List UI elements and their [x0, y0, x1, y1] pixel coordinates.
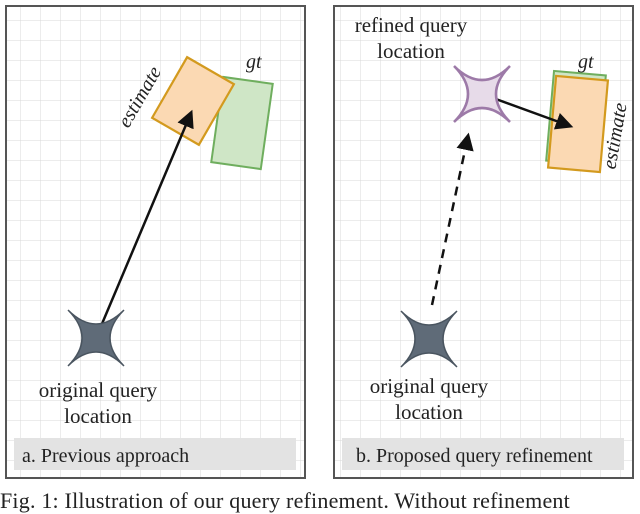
query-label-line2: location	[64, 404, 132, 428]
panel-b: gt estimate refined query location origi…	[333, 5, 634, 479]
original-query-star-icon	[400, 310, 458, 368]
panel-a-caption-bar	[14, 438, 296, 470]
gt-box	[210, 75, 274, 171]
refinement-arrow	[430, 132, 474, 306]
panel-a-frame	[5, 5, 306, 479]
panel-a-caption: a. Previous approach	[22, 445, 189, 467]
query-label-line2: location	[395, 400, 463, 424]
refined-label-line2: location	[377, 39, 445, 63]
refined-label-line1: refined query	[355, 13, 468, 37]
refined-query-star-icon	[453, 65, 511, 123]
gt-label: gt	[246, 51, 262, 73]
prediction-arrow	[94, 109, 194, 339]
query-label-line1: original query	[39, 378, 158, 402]
query-label-line1: original query	[370, 374, 489, 398]
panel-b-frame	[333, 5, 634, 479]
figure-caption: Fig. 1: Illustration of our query refine…	[0, 488, 570, 513]
estimate-box	[546, 74, 610, 174]
estimate-box	[150, 55, 236, 147]
original-query-star-icon	[67, 309, 125, 367]
panel-a: gt estimate original query location a. P…	[5, 5, 306, 479]
panel-b-caption-bar	[342, 438, 624, 470]
panel-b-caption: b. Proposed query refinement	[356, 445, 593, 467]
gt-label: gt	[578, 51, 594, 73]
